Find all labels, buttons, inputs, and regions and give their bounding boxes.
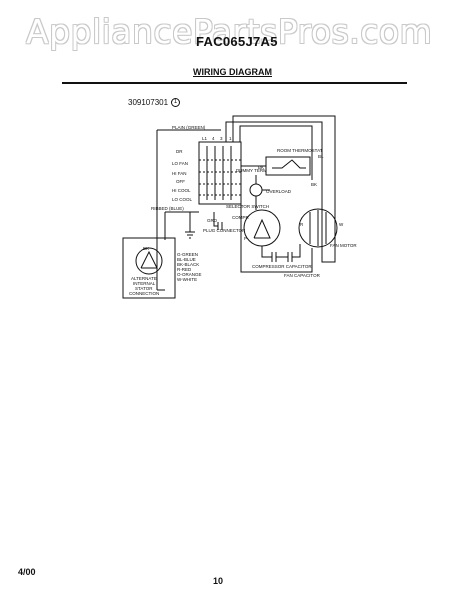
alternate-line-1: INTERNAL [133,281,156,286]
fan-motor-symbol [298,208,338,248]
room-thermostat [265,156,311,176]
alternate-line-2: STATOR [135,286,153,291]
watermark: AppliancePartsPros.com [26,12,433,51]
stator-bk-label: BK [143,246,149,251]
model-number: FAC065J7A5 [196,34,278,49]
wire-bl-label: BL [318,154,324,159]
terminal-4: 4 [212,136,215,141]
switch-pos-lo-fan: LO FAN [172,161,188,166]
room-thermostat-label: ROOM THERMOSTAT [277,148,323,153]
alternate-line-3: CONNECTION [129,291,159,296]
part-number-text: 309107301 [128,98,169,107]
compressor-capacitor-label: COMPRESSOR CAPACITOR [252,264,312,269]
grd-label: GRD [207,218,218,223]
legend-line-5: W-WHITE [177,277,197,282]
legend-line-4: O-ORANGE [177,272,202,277]
wire-r-label: R [300,222,304,227]
switch-pos-lo-cool: LO COOL [172,197,193,202]
fan-capacitor-label: FAN CAPACITOR [284,273,321,278]
terminal-l1: L1 [202,136,208,141]
dummy-term-label: DUMMY TERM [236,168,267,173]
alternate-stator-box [122,237,176,299]
wire-bk-top: BK [258,165,264,170]
fan-motor-label: FAN MOTOR [330,243,357,248]
ribbed-label: RIBBED (BLUE) [151,206,184,211]
wire-p-label: P [244,236,247,241]
switch-pos-hi-cool: HI COOL [172,188,191,193]
compressor-symbol [243,209,281,247]
switch-pos-hi-fan: HI FAN [172,171,187,176]
legend-line-3: R-RED [177,267,192,272]
overload-label: OVERLOAD [266,189,292,194]
plug-connector-label: PLUG CONNECTOR [203,228,246,233]
legend-line-2: BK-BLACK [177,262,199,267]
terminal-3: 3 [220,136,223,141]
revision-circle-icon: 1 [171,98,181,108]
switch-pos-off: OFF [176,179,185,184]
wire-w-label: W [339,222,344,227]
selector-switch-label: SELECTOR SWITCH [226,204,269,209]
overload-symbol [249,183,263,197]
header-rule [62,82,407,84]
dr-label: DR [176,149,183,154]
terminal-1: 1 [229,136,232,141]
footer-date: 4/00 [18,567,36,577]
page-number: 10 [213,576,224,586]
legend-line-0: G-GREEN [177,252,198,257]
selector-switch-box [198,141,242,205]
plain-ground-label: PLAIN (GREEN) [172,125,206,130]
page-title: WIRING DIAGRAM [193,67,272,77]
alternate-line-0: ALTERNATE [131,276,157,281]
compr-label: COMPR [232,215,250,220]
wire-bk-right: BK [311,182,317,187]
legend-line-1: BL-BLUE [177,257,196,262]
